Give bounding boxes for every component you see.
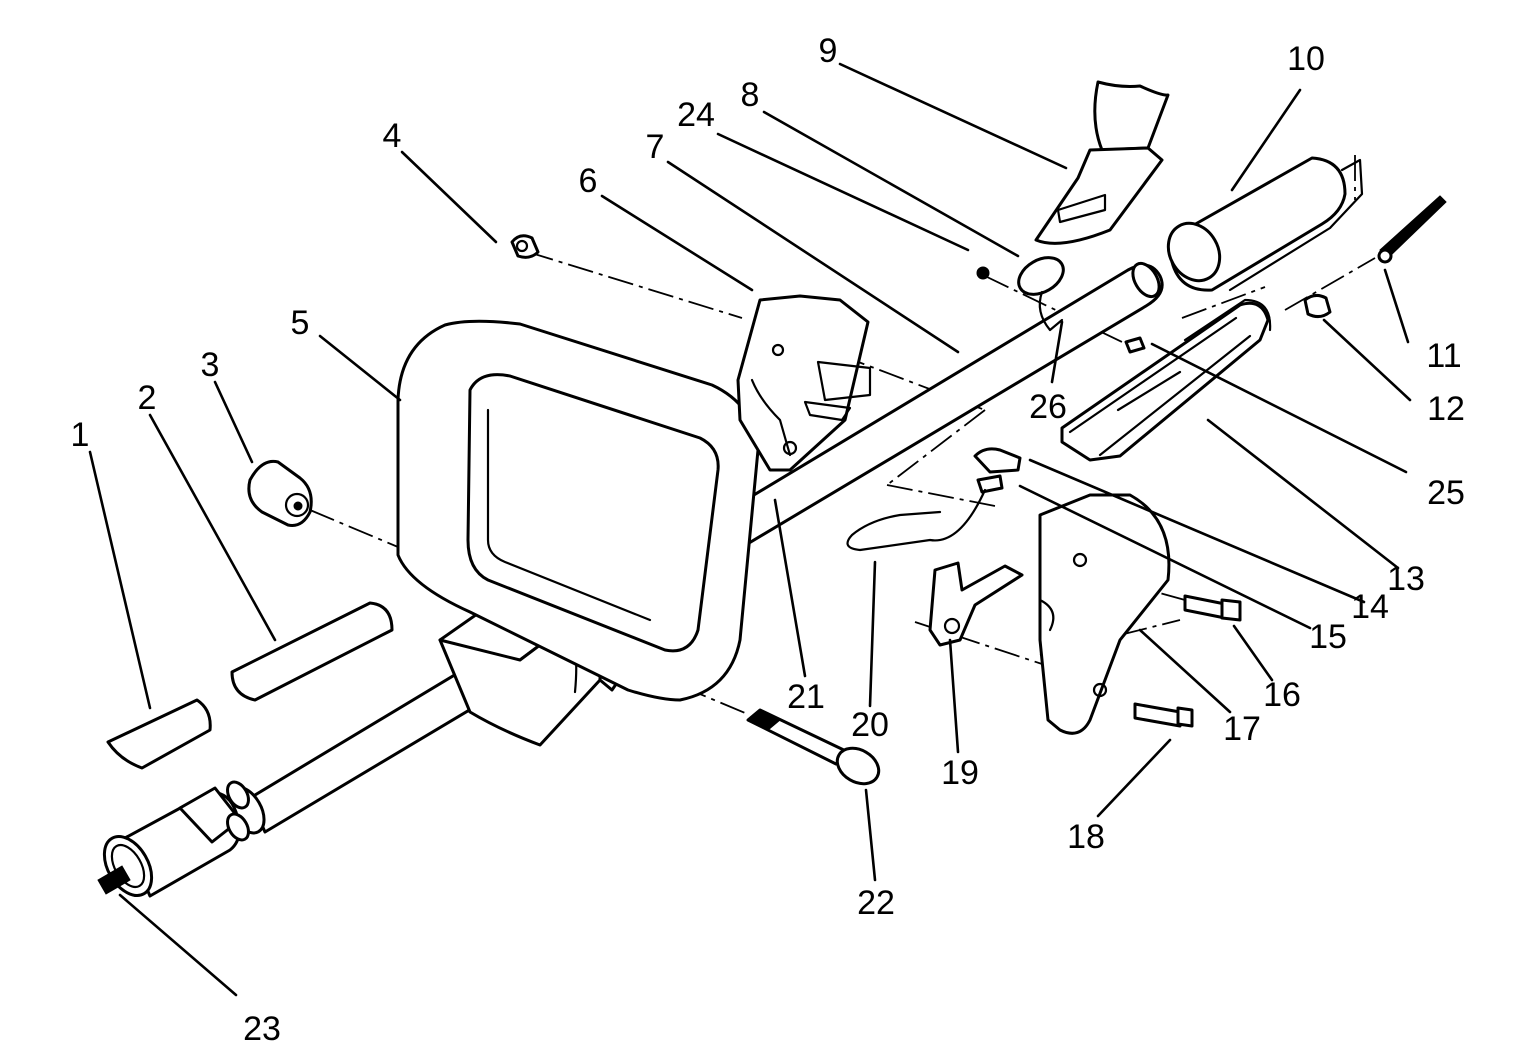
callout-labels: 1 2 3 4 5 6 7 8 9 10 11 12 13 14 15 16 1… <box>71 32 1465 1048</box>
loop-handle <box>396 319 760 702</box>
strap-ring <box>1017 256 1065 332</box>
callout-17: 17 <box>1223 710 1261 748</box>
screw-lower <box>1133 702 1194 728</box>
callout-25: 25 <box>1427 474 1465 512</box>
callout-4: 4 <box>383 117 402 155</box>
callout-3: 3 <box>201 346 220 384</box>
callout-15: 15 <box>1309 618 1347 656</box>
callout-14: 14 <box>1351 588 1389 626</box>
ignition-wire <box>846 488 987 552</box>
throttle-trigger <box>928 561 1024 647</box>
callout-8: 8 <box>741 76 760 114</box>
callout-22: 22 <box>857 884 895 922</box>
callout-1: 1 <box>71 416 90 454</box>
shoulder-strap <box>1034 80 1170 245</box>
cable-nut <box>1303 293 1332 319</box>
callout-18: 18 <box>1067 818 1105 856</box>
callout-24: 24 <box>677 96 715 134</box>
callout-16: 16 <box>1263 676 1301 714</box>
leader-lines <box>88 62 1412 997</box>
callout-11: 11 <box>1426 337 1461 375</box>
tube-sleeve-short <box>106 698 212 770</box>
rear-nut <box>510 234 540 259</box>
drive-shaft-end <box>97 865 131 895</box>
callout-10: 10 <box>1287 40 1325 78</box>
throttle-cover <box>1038 493 1171 735</box>
throttle-housing-left <box>736 294 872 472</box>
handle-knob <box>247 459 313 527</box>
callout-6: 6 <box>579 162 598 200</box>
coupler-sleeve <box>102 780 250 898</box>
throttle-housing-right <box>1060 298 1272 462</box>
callout-7: 7 <box>646 128 665 166</box>
throttle-cable <box>1377 195 1447 264</box>
hanger-screw <box>1124 336 1146 354</box>
callout-5: 5 <box>291 304 310 342</box>
callout-13: 13 <box>1387 560 1425 598</box>
tube-sleeve-long <box>230 601 394 702</box>
screw-upper <box>1183 594 1242 622</box>
callout-21: 21 <box>787 678 825 716</box>
callout-23: 23 <box>243 1010 281 1048</box>
callout-2: 2 <box>138 379 157 417</box>
set-screw-small <box>976 266 990 280</box>
handle-bolt <box>746 708 881 786</box>
callout-20: 20 <box>851 706 889 744</box>
callout-12: 12 <box>1427 390 1465 428</box>
trigger-latch <box>973 447 1022 494</box>
callout-26: 26 <box>1029 388 1067 426</box>
grip-sleeve <box>1166 156 1364 292</box>
callout-19: 19 <box>941 754 979 792</box>
callout-9: 9 <box>819 32 838 70</box>
